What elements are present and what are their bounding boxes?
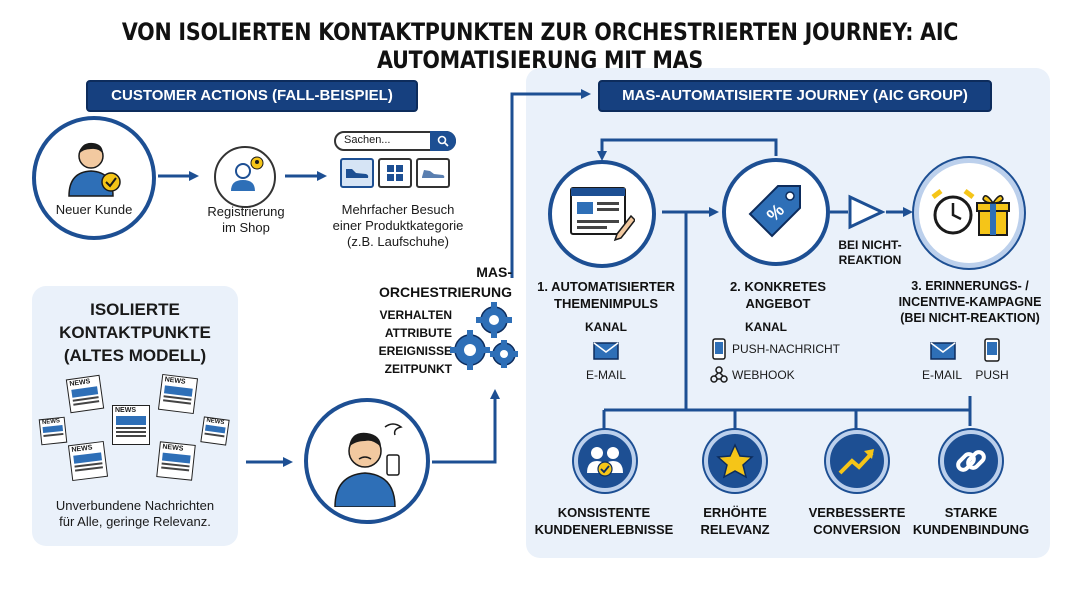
search-placeholder: Sachen... bbox=[344, 134, 391, 146]
newspaper-1: NEWS bbox=[65, 374, 105, 414]
newspaper-4: NEWS bbox=[38, 416, 68, 446]
stressed-customer-circle bbox=[304, 398, 430, 524]
orchestration-item: ATTRIBUTE bbox=[384, 326, 452, 340]
customer-actions-heading: CUSTOMER ACTIONS (FALL-BEISPIEL) bbox=[86, 80, 418, 112]
search-icon[interactable] bbox=[430, 131, 456, 151]
search-bar[interactable]: Sachen... bbox=[334, 131, 456, 151]
email-icon bbox=[593, 342, 619, 360]
step2-channel-webhook: WEBHOOK bbox=[732, 368, 795, 382]
gears-icon bbox=[450, 302, 518, 370]
newspaper-2: NEWS bbox=[157, 373, 199, 415]
outcome-relevance-circle bbox=[704, 430, 766, 492]
newspaper-6: NEWS bbox=[67, 440, 109, 482]
outcome-conversion-circle bbox=[826, 430, 888, 492]
page-title: VON ISOLIERTEN KONTAKTPUNKTEN ZUR ORCHES… bbox=[121, 18, 959, 74]
outcome-relevance-label: ERHÖHTE RELEVANZ bbox=[700, 505, 770, 537]
step2-label: 2. KONKRETES ANGEBOT bbox=[729, 279, 827, 311]
step2-circle: % bbox=[722, 158, 830, 266]
outcome-consistent-label: KONSISTENTE KUNDENERLEBNISSE bbox=[534, 505, 674, 537]
user-register-icon bbox=[231, 156, 264, 191]
growth-arrow-icon bbox=[838, 449, 874, 475]
orchestration-item: ZEITPUNKT bbox=[384, 362, 452, 376]
grid-icon bbox=[387, 165, 403, 181]
step3-channel-email: E-MAIL bbox=[921, 368, 962, 382]
orchestration-item: EREIGNISSE bbox=[378, 344, 452, 358]
step1-channel-heading: KANAL bbox=[585, 320, 627, 334]
step2-channel-heading: KANAL bbox=[745, 320, 787, 334]
step3-circle bbox=[914, 158, 1024, 268]
stressed-person-icon bbox=[334, 423, 403, 507]
shoe-icon bbox=[346, 169, 369, 178]
isolated-title: ISOLIERTE KONTAKTPUNKTE (ALTES MODELL) bbox=[59, 300, 211, 365]
condition-label: BEI NICHT- REAKTION bbox=[838, 238, 902, 267]
new-customer-label: Neuer Kunde bbox=[55, 202, 133, 217]
mobile-icon bbox=[712, 338, 726, 360]
sneaker-icon bbox=[422, 170, 445, 178]
category-tile-sneaker[interactable] bbox=[416, 158, 450, 188]
outcome-conversion-label: VERBESSERTE CONVERSION bbox=[808, 505, 906, 537]
step3-label: 3. ERINNERUNGS- / INCENTIVE-KAMPAGNE (BE… bbox=[898, 279, 1042, 325]
visit-label: Mehrfacher Besuch einer Produktkategorie… bbox=[332, 202, 464, 249]
orchestration-list: VERHALTEN ATTRIBUTE EREIGNISSE ZEITPUNKT bbox=[370, 306, 452, 378]
step2-channel-push: PUSH-NACHRICHT bbox=[732, 342, 840, 356]
step1-label: 1. AUTOMATISIERTER THEMENIMPULS bbox=[537, 279, 675, 311]
category-tile-grid[interactable] bbox=[378, 158, 412, 188]
star-icon bbox=[716, 443, 754, 479]
orchestration-title: MAS- ORCHESTRIERUNG bbox=[378, 264, 512, 300]
isolated-caption: Unverbundene Nachrichten für Alle, gerin… bbox=[55, 498, 215, 529]
step1-channel-email: E-MAIL bbox=[585, 368, 626, 382]
step1-circle bbox=[548, 160, 656, 268]
newspaper-3: NEWS bbox=[112, 405, 150, 445]
users-check-icon bbox=[587, 447, 623, 477]
reminder-gift-icon bbox=[931, 189, 1010, 236]
outcome-consistent-circle bbox=[574, 430, 636, 492]
journey-heading: MAS-AUTOMATISIERTE JOURNEY (AIC GROUP) bbox=[598, 80, 992, 112]
webhook-icon bbox=[710, 366, 728, 383]
email-icon bbox=[930, 342, 956, 360]
chain-link-icon bbox=[956, 450, 986, 472]
price-tag-icon: % bbox=[748, 185, 801, 238]
newspaper-5: NEWS bbox=[200, 416, 230, 446]
new-customer-icon bbox=[68, 142, 121, 197]
register-circle bbox=[214, 146, 276, 208]
email-template-icon bbox=[570, 187, 635, 242]
orchestration-item: VERHALTEN bbox=[379, 308, 452, 322]
mobile-icon bbox=[984, 338, 1000, 362]
step3-channel-push: PUSH bbox=[975, 368, 1009, 382]
register-label: Registrierung im Shop bbox=[207, 204, 285, 235]
new-customer-circle: Neuer Kunde bbox=[32, 116, 156, 240]
category-tile-shoe[interactable] bbox=[340, 158, 374, 188]
newspaper-7: NEWS bbox=[156, 441, 196, 481]
outcome-loyalty-circle bbox=[940, 430, 1002, 492]
outcome-loyalty-label: STARKE KUNDENBINDUNG bbox=[912, 505, 1030, 537]
